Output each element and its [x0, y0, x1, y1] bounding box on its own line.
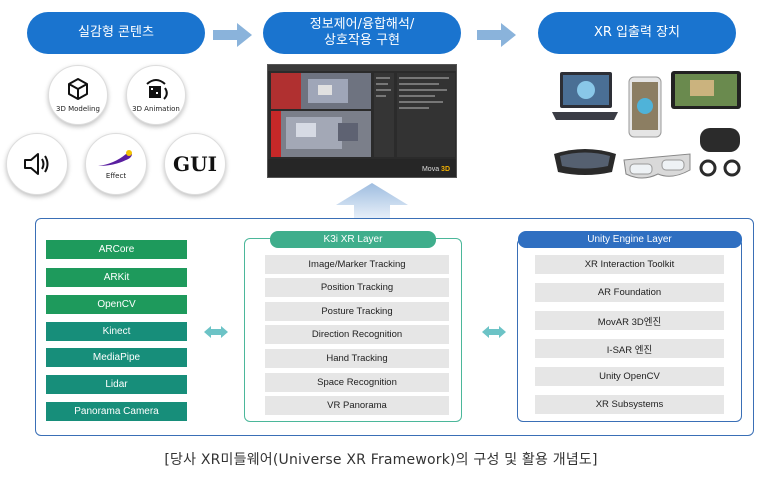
brand-text: Mova	[421, 166, 440, 173]
k3i-item: Direction Recognition	[265, 325, 449, 344]
unity-item: MovAR 3D엔진	[535, 311, 724, 330]
unity-item: XR Subsystems	[535, 395, 724, 414]
arrow-right-icon	[477, 23, 516, 47]
left-item-opencv: OpenCV	[46, 295, 187, 314]
device-pill-label: XR 입출력 장치	[593, 25, 680, 40]
unity-item: AR Foundation	[535, 283, 724, 302]
processing-pill: 정보제어/융합해석/ 상호작용 구현	[263, 12, 461, 54]
brand-accent: 3D	[441, 166, 450, 173]
engine-screenshot-image	[268, 65, 456, 177]
speaker-icon	[24, 153, 49, 175]
headset-icon	[554, 149, 616, 175]
left-item-label: Lidar	[105, 379, 128, 390]
figure-caption: [당사 XR미들웨어(Universe XR Framework)의 구성 및 …	[164, 452, 598, 468]
processing-pill-line2: 상호작용 구현	[324, 33, 400, 48]
left-item-label: Panorama Camera	[74, 406, 159, 417]
left-item-lidar: Lidar	[46, 375, 187, 394]
k3i-layer-title: K3i XR Layer	[270, 231, 436, 248]
left-item-label: ARCore	[98, 244, 135, 255]
double-arrow-icon	[482, 326, 506, 338]
device-images	[550, 62, 750, 202]
gui-icon: GUI	[173, 152, 217, 176]
left-item-label: OpenCV	[97, 299, 136, 310]
screenshot-brand: Mova 3D	[422, 166, 450, 173]
double-arrow-icon	[204, 326, 228, 338]
left-item-kinect: Kinect	[46, 322, 187, 341]
unity-item: XR Interaction Toolkit	[535, 255, 724, 274]
animation-icon	[146, 78, 168, 100]
animation-circle: 3D Animation	[126, 65, 186, 125]
arrow-right-icon	[213, 23, 252, 47]
k3i-item: VR Panorama	[265, 396, 449, 415]
modeling-circle: 3D Modeling	[48, 65, 108, 125]
device-pill: XR 입출력 장치	[538, 12, 736, 54]
left-item-label: MediaPipe	[92, 352, 141, 363]
tablet-icon	[671, 71, 741, 109]
k3i-item: Position Tracking	[265, 278, 449, 297]
unity-item: I-SAR 엔진	[535, 339, 724, 358]
content-pill: 실감형 콘텐츠	[27, 12, 205, 54]
smart-glasses-icon	[623, 153, 691, 179]
vr-headset-icon	[699, 128, 741, 177]
gui-circle: GUI	[164, 133, 226, 195]
left-item-label: ARKit	[103, 272, 130, 283]
left-item-label: Kinect	[102, 326, 131, 337]
engine-screenshot: Mova 3D	[267, 64, 457, 178]
left-item-arkit: ARKit	[46, 268, 187, 287]
laptop-icon	[552, 72, 618, 120]
k3i-item: Space Recognition	[265, 373, 449, 392]
cube-icon	[68, 78, 88, 100]
left-item-panorama-camera: Panorama Camera	[46, 402, 187, 421]
k3i-item: Image/Marker Tracking	[265, 255, 449, 274]
unity-layer-title: Unity Engine Layer	[517, 231, 742, 248]
k3i-item: Posture Tracking	[265, 302, 449, 321]
left-item-mediapipe: MediaPipe	[46, 348, 187, 367]
content-pill-label: 실감형 콘텐츠	[78, 25, 154, 40]
phone-icon	[628, 76, 662, 138]
effect-icon	[98, 150, 132, 166]
processing-pill-line1: 정보제어/융합해석/	[309, 17, 415, 32]
modeling-label: 3D Modeling	[56, 105, 100, 113]
left-item-arcore: ARCore	[46, 240, 187, 259]
effect-circle: Effect	[85, 133, 147, 195]
unity-item: Unity OpenCV	[535, 367, 724, 386]
animation-label: 3D Animation	[132, 104, 180, 113]
k3i-item: Hand Tracking	[265, 349, 449, 368]
sound-circle	[6, 133, 68, 195]
up-arrow-icon	[336, 183, 408, 219]
effect-label: Effect	[105, 172, 127, 180]
